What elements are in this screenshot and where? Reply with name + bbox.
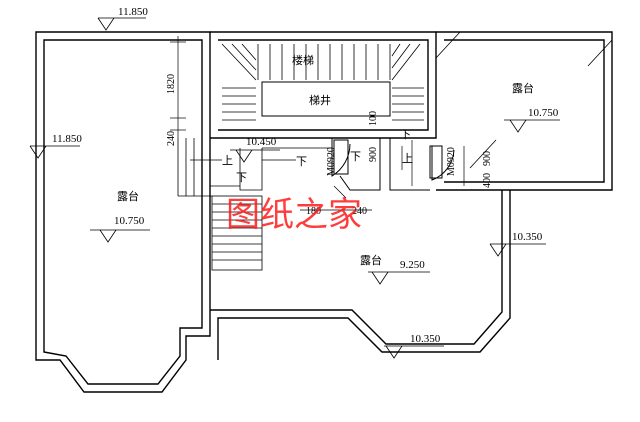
door-swing-left — [331, 138, 351, 177]
stair-treads-upper — [221, 43, 424, 121]
elev-mark-top-left — [97, 17, 146, 31]
elevation-middle-terrace: 9.250 — [400, 259, 425, 271]
elevation-right-side: 10.350 — [512, 231, 543, 243]
dimension-240-left: 240 — [166, 131, 177, 146]
stair-up-right: 上 — [402, 152, 413, 165]
dimension-240-bottom: 240 — [352, 206, 367, 217]
elevation-left-terrace: 10.750 — [114, 215, 145, 227]
middle-terrace-label: 露台 — [360, 253, 382, 267]
stair-down-left: 下 — [236, 171, 247, 184]
right-terrace-inner-wall — [444, 39, 605, 183]
middle-terrace-outer-wall — [217, 190, 511, 360]
dimension-100: 100 — [368, 111, 379, 126]
right-terrace-label: 露台 — [512, 81, 534, 95]
stair-inner-wall — [218, 39, 429, 131]
direction-arrow-lines — [190, 146, 403, 170]
elev-mark-bottom-bay — [384, 345, 444, 359]
stair-down-door: 下 — [350, 150, 361, 163]
dimension-180: 180 — [306, 206, 321, 217]
left-terrace-label: 露台 — [117, 189, 139, 203]
stairwell-label: 梯井 — [309, 93, 331, 107]
elev-mark-left-side — [29, 145, 80, 159]
dimension-900-mid: 900 — [368, 147, 379, 162]
elevation-bottom-bay: 10.350 — [410, 333, 441, 345]
elevation-landing: 10.450 — [246, 136, 277, 148]
stair-outer-wall — [210, 31, 437, 139]
doors — [331, 138, 455, 191]
middle-terrace-inner-wall — [210, 190, 503, 345]
elev-mark-left-terrace — [90, 229, 150, 243]
dimension-1820: 1820 — [166, 74, 177, 94]
dimension-900-right: 900 — [482, 151, 493, 166]
stair-down-middle: 下 — [296, 155, 307, 168]
dimension-lines — [170, 36, 465, 211]
stairwell-box — [261, 81, 391, 117]
dimension-400: 400 — [482, 173, 493, 188]
stair-down-right-mark: 下 — [400, 128, 411, 141]
door-swing-right — [431, 146, 455, 181]
left-terrace-outer-wall — [35, 31, 211, 393]
elevation-markers — [29, 17, 613, 359]
stair-up-left: 上 — [222, 154, 233, 167]
elev-mark-right-side — [489, 243, 546, 257]
right-terrace-outer-wall — [436, 31, 613, 191]
watermark: 图纸之家 — [226, 195, 362, 235]
door-tag-right: M0920 — [446, 147, 457, 176]
stair-treads-lower — [177, 138, 330, 271]
elev-mark-right-terrace — [504, 119, 560, 133]
elev-mark-middle — [368, 271, 430, 285]
door-tag-left: M0920 — [326, 147, 337, 176]
elevation-right-terrace: 10.750 — [528, 107, 559, 119]
elevation-left-side: 11.850 — [52, 133, 82, 145]
elevation-top-left: 11.850 — [118, 6, 148, 18]
elev-mark-landing — [230, 149, 280, 163]
stair-label: 楼梯 — [292, 53, 314, 67]
